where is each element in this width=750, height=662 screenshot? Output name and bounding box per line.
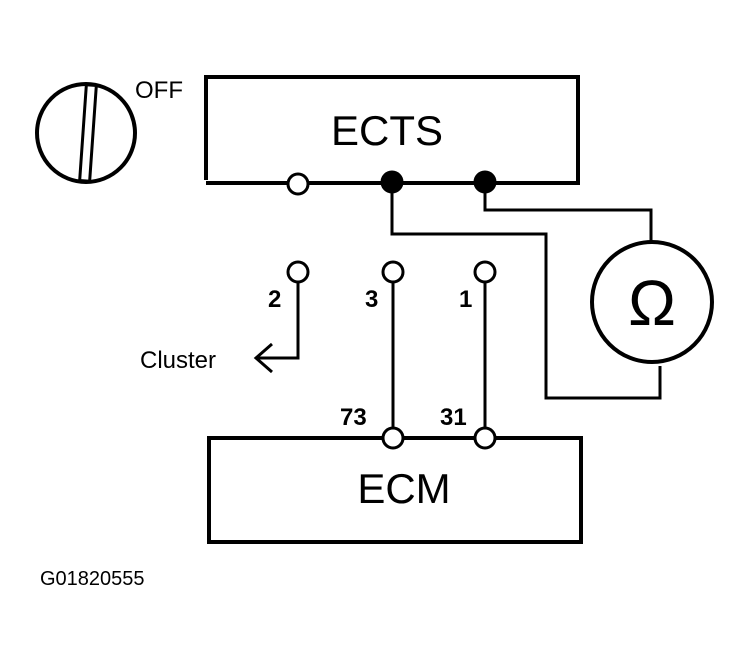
cluster-wire	[258, 282, 300, 360]
ohmmeter-lead-2	[483, 192, 653, 244]
ohmmeter-symbol: Ω	[628, 267, 676, 339]
ecm-pin-73	[381, 426, 405, 450]
connector-pin-2-label: 2	[268, 286, 281, 313]
ohmmeter	[590, 240, 714, 364]
connector-pin-2	[286, 260, 310, 284]
ects-terminal-probe-2	[473, 170, 497, 194]
ecm-pin-73-label: 73	[340, 404, 367, 431]
ects-label: ECTS	[331, 107, 443, 154]
cluster-arrow	[253, 342, 273, 374]
ecm-pin-31	[473, 426, 497, 450]
figure-id: G01820555	[40, 568, 145, 590]
connector-pin-3	[381, 260, 405, 284]
ohmmeter-lead-1	[390, 192, 662, 400]
ignition-switch-key-slot	[78, 83, 98, 183]
ects-terminal-open	[286, 172, 310, 196]
ects-terminal-probe-1	[380, 170, 404, 194]
ects-box	[204, 75, 580, 185]
connector-pin-1-label: 1	[459, 286, 472, 313]
connector-pin-1	[473, 260, 497, 284]
cluster-label: Cluster	[140, 347, 216, 374]
ignition-position-label: OFF	[135, 77, 183, 104]
connector-pin-3-label: 3	[365, 286, 378, 313]
ecm-label: ECM	[357, 465, 450, 512]
ignition-switch	[35, 82, 137, 184]
ecm-pin-31-label: 31	[440, 404, 467, 431]
